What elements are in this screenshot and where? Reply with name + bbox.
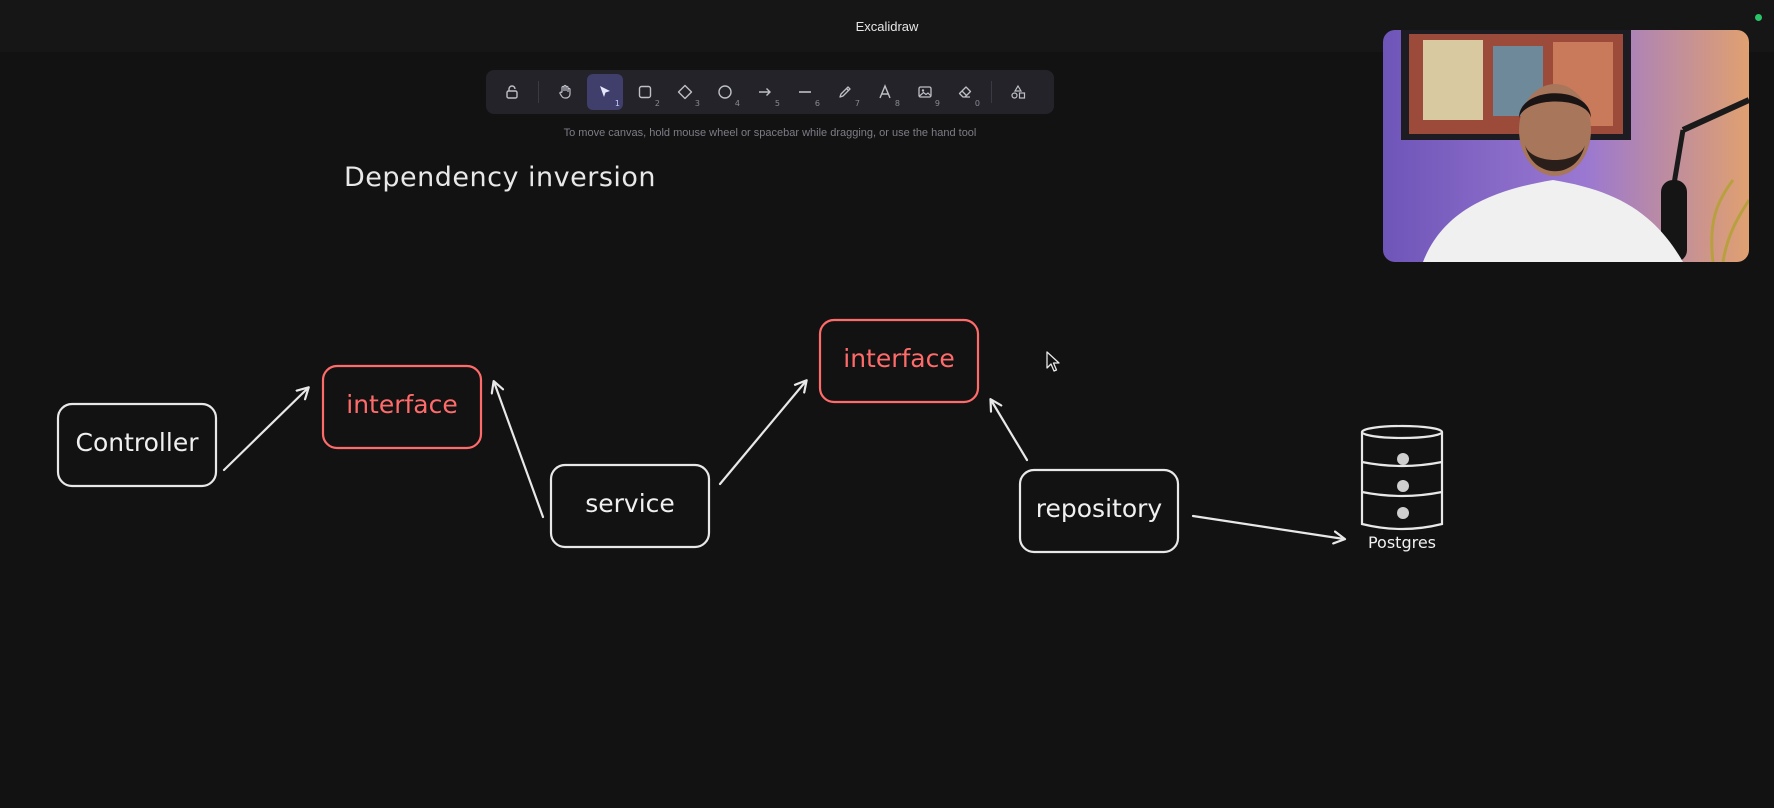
repository-label[interactable]: repository bbox=[1035, 494, 1163, 523]
rectangle-tool-button[interactable]: 2 bbox=[627, 74, 663, 110]
tool-shortcut-key: 6 bbox=[814, 99, 820, 108]
arrow-service-to-left-interface bbox=[494, 382, 545, 519]
shapes-icon bbox=[1011, 84, 1026, 99]
arrow-repository-to-postgres bbox=[1191, 514, 1344, 539]
tool-shortcut-key: 0 bbox=[974, 99, 980, 108]
shapes-toolbar: 1 2 3 4 5 6 7 bbox=[486, 70, 1054, 114]
toolbar-divider bbox=[538, 81, 539, 103]
eraser-tool-button[interactable]: 0 bbox=[947, 74, 983, 110]
extra-tools-button[interactable] bbox=[1000, 74, 1036, 110]
diamond-tool-button[interactable]: 3 bbox=[667, 74, 703, 110]
controller-box bbox=[56, 402, 218, 488]
image-tool-button[interactable]: 9 bbox=[907, 74, 943, 110]
database-icon bbox=[1360, 424, 1444, 531]
interface-left-label[interactable]: interface bbox=[346, 390, 458, 419]
pointer-icon bbox=[600, 86, 610, 97]
tool-shortcut-key: 7 bbox=[854, 99, 860, 108]
draw-tool-button[interactable]: 7 bbox=[827, 74, 863, 110]
selection-tool-button[interactable]: 1 bbox=[587, 74, 623, 110]
image-icon bbox=[918, 86, 932, 98]
arrow-icon bbox=[759, 88, 771, 96]
tool-shortcut-key: 5 bbox=[774, 99, 780, 108]
pencil-icon bbox=[839, 86, 851, 98]
service-box bbox=[549, 463, 711, 549]
tool-shortcut-key: 9 bbox=[934, 99, 940, 108]
service-label[interactable]: service bbox=[585, 489, 675, 518]
arrow-service-to-right-interface bbox=[718, 381, 806, 486]
ellipse-tool-button[interactable]: 4 bbox=[707, 74, 743, 110]
text-tool-button[interactable]: 8 bbox=[867, 74, 903, 110]
controller-label[interactable]: Controller bbox=[75, 428, 199, 457]
hand-tool-button[interactable] bbox=[547, 74, 583, 110]
lock-icon bbox=[506, 85, 518, 99]
repository-box bbox=[1018, 468, 1180, 554]
drawing-canvas[interactable] bbox=[0, 52, 1774, 808]
arrow-controller-to-interface bbox=[222, 388, 308, 472]
eraser-icon bbox=[958, 86, 972, 98]
text-icon bbox=[879, 84, 891, 99]
arrow-tool-button[interactable]: 5 bbox=[747, 74, 783, 110]
rectangle-icon bbox=[638, 85, 652, 99]
canvas-hint-text: To move canvas, hold mouse wheel or spac… bbox=[563, 127, 977, 139]
diagram-shapes bbox=[56, 318, 1444, 554]
arrow-repository-to-interface bbox=[991, 400, 1029, 462]
postgres-label[interactable]: Postgres bbox=[1367, 533, 1437, 552]
interface-right-box bbox=[818, 318, 980, 404]
tool-shortcut-key: 8 bbox=[894, 99, 900, 108]
line-icon bbox=[799, 91, 811, 93]
window-title: Excalidraw bbox=[855, 18, 919, 34]
line-tool-button[interactable]: 6 bbox=[787, 74, 823, 110]
hand-icon bbox=[559, 84, 571, 99]
presenter-webcam-overlay bbox=[1383, 30, 1749, 262]
tool-shortcut-key: 1 bbox=[614, 99, 620, 108]
interface-left-box bbox=[321, 364, 483, 450]
interface-right-label[interactable]: interface bbox=[843, 344, 955, 373]
recording-indicator-icon bbox=[1755, 14, 1762, 21]
lock-tool-button[interactable] bbox=[494, 74, 530, 110]
webcam-video-frame bbox=[1383, 30, 1749, 262]
tool-shortcut-key: 4 bbox=[734, 99, 740, 108]
ellipse-icon bbox=[718, 85, 732, 99]
mouse-cursor-icon bbox=[1046, 351, 1060, 372]
tool-shortcut-key: 3 bbox=[694, 99, 700, 108]
diagram-heading[interactable]: Dependency inversion bbox=[344, 162, 657, 193]
toolbar-divider bbox=[991, 81, 992, 103]
diamond-icon bbox=[677, 84, 693, 100]
tool-shortcut-key: 2 bbox=[654, 99, 660, 108]
